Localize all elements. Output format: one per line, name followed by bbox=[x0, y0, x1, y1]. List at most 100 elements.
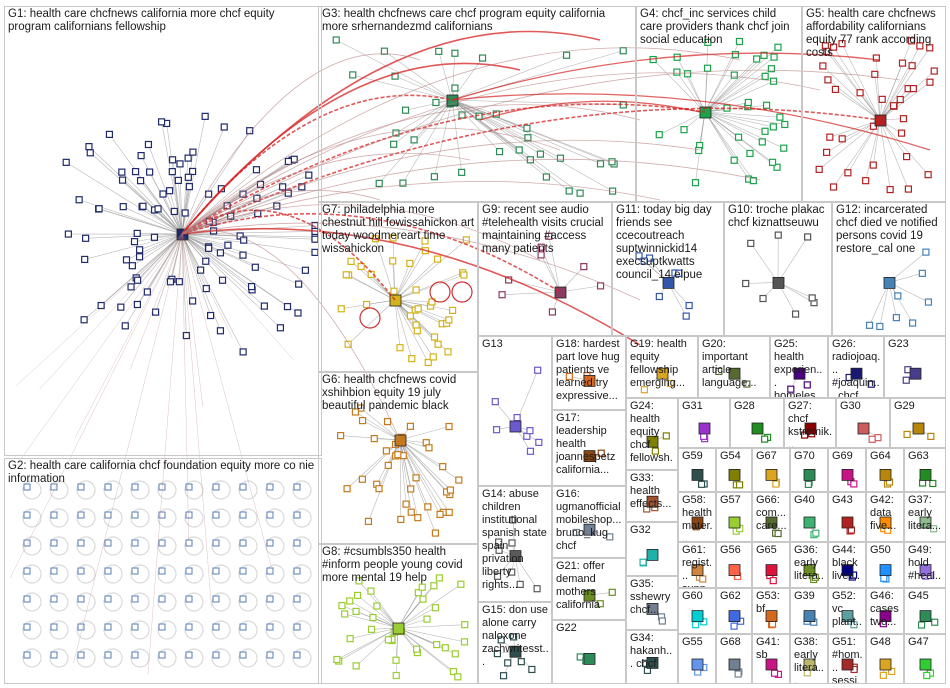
node-g3 bbox=[435, 47, 443, 55]
node-g1 bbox=[260, 302, 268, 310]
node-g1 bbox=[143, 288, 151, 296]
group-box-g26: G26: radiojoaq... #joaquin... chcf... bbox=[828, 336, 884, 398]
node-g2 bbox=[185, 595, 193, 603]
edge-g1 bbox=[135, 233, 183, 279]
group-label-g47: G47 bbox=[908, 636, 929, 648]
node-g6 bbox=[343, 485, 351, 493]
node-g1 bbox=[118, 168, 126, 176]
hub-node-g13 bbox=[509, 420, 522, 433]
edge-g8 bbox=[336, 627, 399, 660]
node-g7 bbox=[347, 257, 355, 265]
hub-node-g8 bbox=[392, 622, 405, 635]
self-loop-g2 bbox=[238, 592, 258, 612]
edge-g4 bbox=[704, 111, 751, 154]
edge-g6 bbox=[362, 420, 401, 441]
group-box-g23: G23 bbox=[884, 336, 946, 398]
inter-group-edge bbox=[181, 107, 881, 235]
node-g5 bbox=[907, 37, 916, 45]
node-g37 bbox=[930, 525, 938, 533]
node-g24 bbox=[662, 432, 670, 440]
edge-g1 bbox=[178, 180, 183, 235]
group-box-g38: G38: early litera... bbox=[790, 634, 828, 684]
node-g2 bbox=[212, 623, 220, 631]
node-g2 bbox=[239, 623, 247, 631]
node-g2 bbox=[239, 651, 247, 659]
inter-group-edge bbox=[181, 180, 661, 235]
self-loop-g2 bbox=[184, 508, 204, 528]
group-box-g7: G7: philadelphia more chestnut hill fowi… bbox=[318, 202, 478, 372]
node-g8 bbox=[353, 591, 362, 600]
self-loop-g2 bbox=[265, 508, 285, 528]
self-loop-g2 bbox=[103, 620, 123, 640]
node-g2 bbox=[212, 511, 220, 519]
node-g8 bbox=[423, 615, 431, 623]
hub-node-g11 bbox=[662, 276, 675, 289]
edge-g7 bbox=[394, 240, 426, 301]
node-g3 bbox=[410, 136, 418, 144]
group-label-g49: G49: hold #heal... bbox=[908, 544, 942, 587]
node-g1 bbox=[247, 282, 256, 291]
node-g1 bbox=[95, 205, 103, 213]
hub-node-g23 bbox=[909, 367, 922, 380]
edge-g1 bbox=[139, 233, 183, 251]
self-loop-g2 bbox=[157, 536, 177, 556]
node-g52 bbox=[850, 621, 858, 629]
node-g7 bbox=[430, 333, 439, 341]
inter-group-edge bbox=[181, 104, 641, 235]
node-g45 bbox=[917, 621, 926, 629]
node-g1 bbox=[170, 207, 178, 216]
node-g4 bbox=[761, 72, 769, 80]
node-g32 bbox=[639, 558, 647, 566]
self-loop-g2 bbox=[130, 536, 150, 556]
group-box-g68: G68 bbox=[716, 634, 752, 684]
group-box-g70: G70 bbox=[790, 448, 828, 492]
self-loop-g2 bbox=[265, 648, 285, 668]
node-g7 bbox=[449, 306, 457, 314]
group-box-g41: G41: sb bbox=[752, 634, 790, 684]
node-g2 bbox=[158, 623, 166, 631]
self-loop-g7 bbox=[359, 307, 381, 329]
edge-g7 bbox=[394, 299, 401, 348]
edge-g1 bbox=[90, 152, 183, 235]
node-g12 bbox=[892, 314, 900, 322]
node-g35 bbox=[658, 617, 666, 625]
node-g3 bbox=[556, 154, 565, 162]
node-g3 bbox=[401, 106, 410, 114]
node-g2 bbox=[266, 539, 274, 547]
group-box-g39: G39 bbox=[790, 588, 828, 634]
self-loop-g2 bbox=[103, 536, 123, 556]
group-label-g63: G63 bbox=[908, 450, 929, 462]
node-g30 bbox=[868, 435, 876, 443]
self-loop-g2 bbox=[103, 648, 123, 668]
node-g16 bbox=[606, 533, 614, 541]
edge-g6 bbox=[399, 439, 460, 481]
node-g6 bbox=[446, 486, 455, 494]
node-g4 bbox=[655, 131, 663, 139]
inter-group-edge bbox=[479, 100, 701, 121]
group-box-g44: G44: black lives... bbox=[828, 542, 866, 588]
edge-g6 bbox=[399, 439, 412, 513]
edge-g1 bbox=[120, 233, 183, 308]
node-g11 bbox=[682, 312, 690, 320]
node-g7 bbox=[406, 259, 414, 267]
edge-g5 bbox=[879, 119, 929, 175]
node-g28 bbox=[761, 435, 769, 443]
node-g29 bbox=[927, 432, 935, 440]
group-box-g18: G18: hardest part love hug patients ve l… bbox=[552, 336, 626, 410]
edge-g10 bbox=[750, 243, 779, 283]
hub-node-g42 bbox=[879, 516, 892, 529]
node-g8 bbox=[392, 656, 400, 664]
node-g5 bbox=[838, 135, 846, 143]
edge-g3 bbox=[451, 53, 456, 101]
node-g14 bbox=[508, 568, 516, 576]
edge-g6 bbox=[399, 439, 451, 491]
node-g1 bbox=[202, 284, 210, 293]
node-g2 bbox=[239, 539, 247, 547]
node-g8 bbox=[338, 602, 346, 610]
node-g14 bbox=[495, 546, 503, 554]
inter-group-edge bbox=[73, 233, 183, 664]
group-label-g35: G35: sshewry chcf... bbox=[630, 578, 674, 616]
node-g5 bbox=[831, 85, 840, 94]
node-g15 bbox=[517, 658, 525, 666]
node-g2 bbox=[77, 539, 85, 547]
